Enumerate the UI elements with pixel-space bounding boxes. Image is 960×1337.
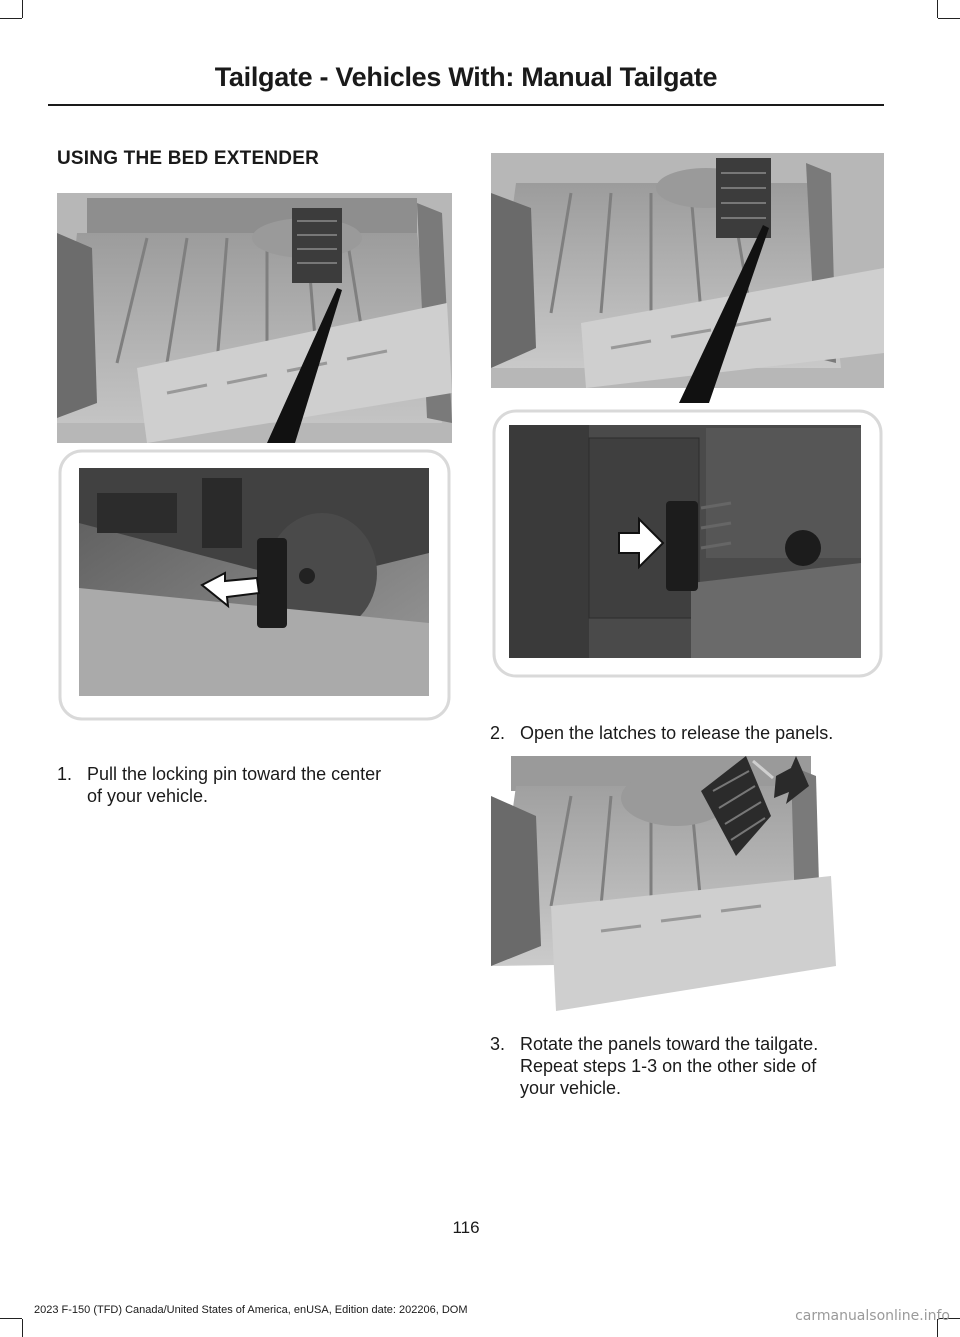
step-text-line: of your vehicle. bbox=[87, 786, 209, 806]
crop-mark bbox=[938, 18, 960, 19]
step-number: 1. bbox=[57, 764, 73, 784]
crop-mark bbox=[0, 18, 22, 19]
figure-open-latches bbox=[491, 153, 884, 678]
crop-mark bbox=[937, 1319, 938, 1337]
crop-mark bbox=[22, 0, 23, 18]
step-text-line: Rotate the panels toward the tailgate. bbox=[520, 1034, 819, 1054]
crop-mark bbox=[938, 1318, 960, 1319]
figure-rotate-panels bbox=[491, 756, 884, 1014]
watermark: carmanualsonline.info bbox=[795, 1308, 950, 1324]
crop-mark bbox=[937, 0, 938, 18]
step-number: 3. bbox=[490, 1034, 506, 1054]
crop-mark bbox=[0, 1318, 22, 1319]
figure-locking-pin bbox=[57, 193, 452, 721]
step-text-line: Repeat steps 1-3 on the other side of bbox=[520, 1056, 817, 1076]
header-rule bbox=[48, 104, 884, 106]
step-text-line: Pull the locking pin toward the center bbox=[87, 764, 382, 784]
page-number: 116 bbox=[452, 1218, 480, 1237]
step-number: 2. bbox=[490, 723, 506, 743]
crop-mark bbox=[22, 1319, 23, 1337]
step-text-line: your vehicle. bbox=[520, 1078, 622, 1098]
page-header-title: Tailgate - Vehicles With: Manual Tailgat… bbox=[214, 62, 718, 92]
step-text-line: Open the latches to release the panels. bbox=[520, 723, 834, 743]
section-title: USING THE BED EXTENDER bbox=[57, 148, 319, 169]
footer-edition: 2023 F-150 (TFD) Canada/United States of… bbox=[34, 1304, 468, 1316]
